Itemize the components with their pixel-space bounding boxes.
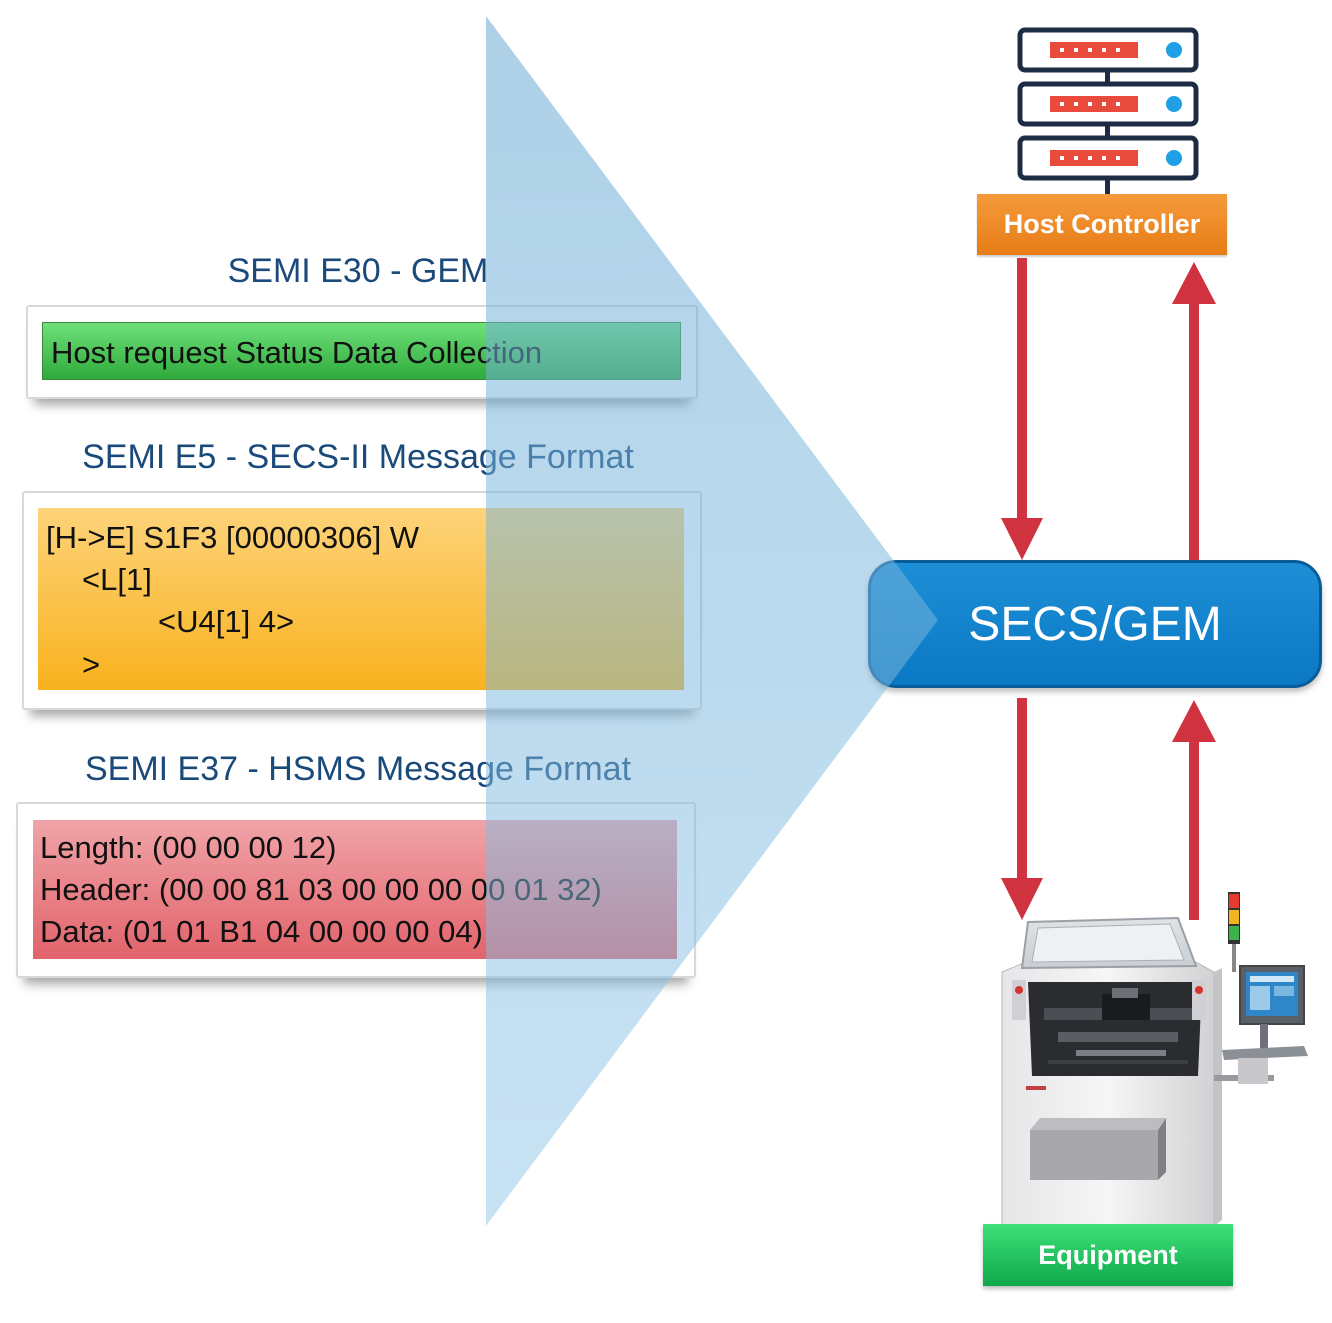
section-title-e37: SEMI E37 - HSMS Message Format <box>84 750 632 788</box>
arrow-down-secs-to-equipment <box>1001 698 1043 920</box>
gem-message-text: Host request Status Data Collection <box>51 335 543 370</box>
secs-ii-line-1: [H->E] S1F3 [00000306] W <box>46 520 420 555</box>
server-rack-icon <box>1017 27 1199 201</box>
secs-ii-line-3: <U4[1] 4> <box>158 604 295 639</box>
arrow-up-secs-to-host <box>1172 262 1216 560</box>
arrow-down-host-to-secs <box>1001 258 1043 560</box>
section-title-e30: SEMI E30 - GEM <box>227 252 489 290</box>
hsms-line-header: Header: (00 00 81 03 00 00 00 00 01 32) <box>40 872 602 907</box>
host-controller-label: Host Controller <box>977 194 1227 255</box>
secs-ii-line-4: > <box>82 647 101 682</box>
equipment-machine-icon <box>1001 892 1308 1227</box>
arrow-up-equipment-to-secs <box>1172 700 1216 920</box>
message-arrows <box>1001 258 1216 920</box>
equipment-label: Equipment <box>983 1224 1233 1286</box>
section-title-e5: SEMI E5 - SECS-II Message Format <box>82 438 634 476</box>
secs-gem-box: SECS/GEM <box>868 560 1322 688</box>
hsms-line-data: Data: (01 01 B1 04 00 00 00 04) <box>40 914 483 949</box>
secs-ii-line-2: <L[1] <box>82 562 152 597</box>
hsms-line-length: Length: (00 00 00 12) <box>40 830 337 865</box>
